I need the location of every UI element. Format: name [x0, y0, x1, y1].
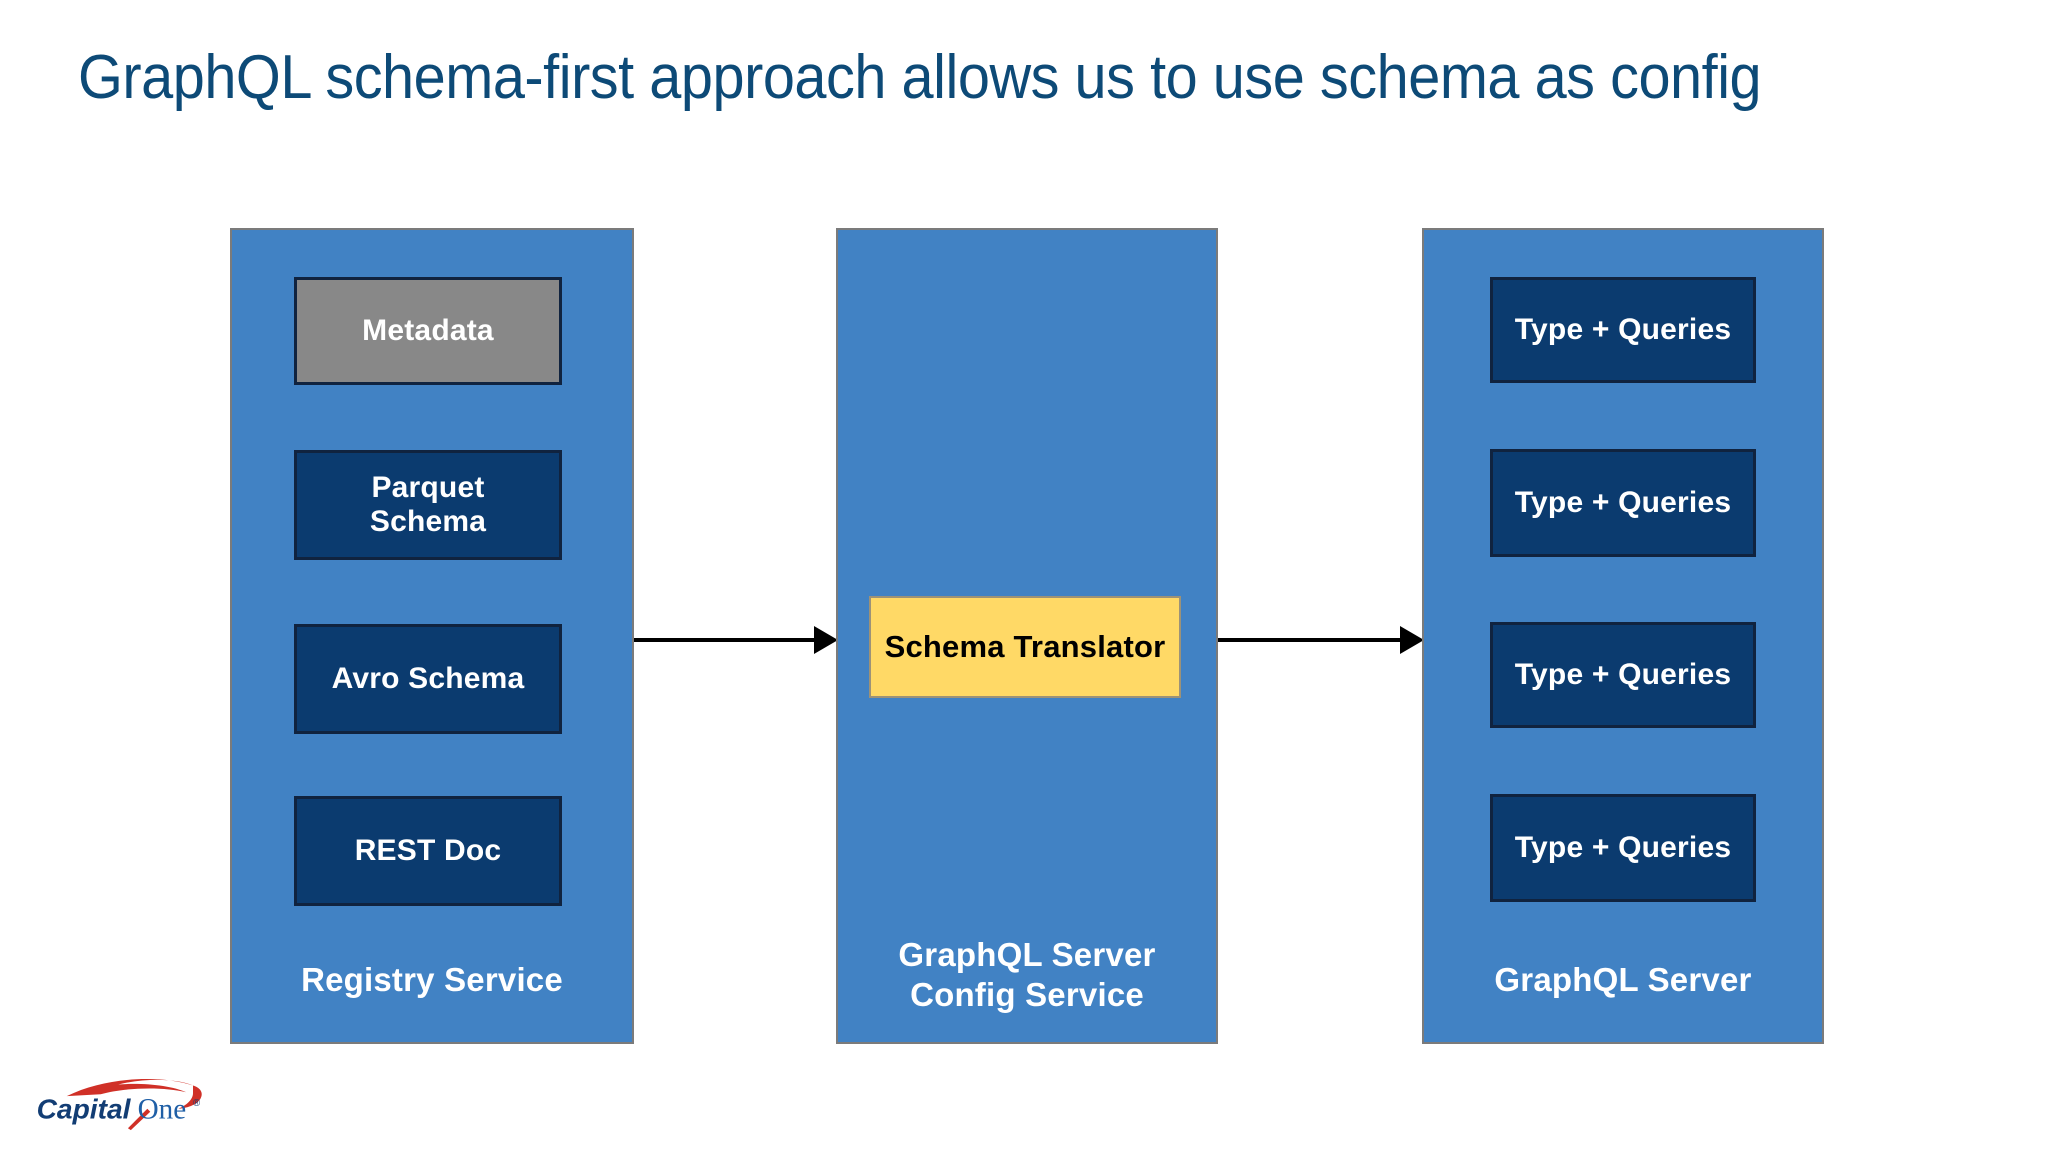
swoosh-icon: [66, 1079, 193, 1097]
panel-caption-config-line1: GraphQL Server: [898, 936, 1156, 973]
panel-caption-graphql-server: GraphQL Server: [1494, 961, 1752, 998]
swoosh-tail-icon: [178, 1085, 202, 1109]
panel-caption-config-line2: Config Service: [910, 975, 1144, 1013]
node-parquet-schema-line1: Parquet: [371, 471, 485, 505]
logo-registered-mark: ®: [193, 1098, 200, 1109]
node-schema-translator[interactable]: Schema Translator: [869, 596, 1181, 698]
arrow-config-to-server-icon: [1218, 626, 1424, 654]
node-avro-schema[interactable]: Avro Schema: [294, 624, 562, 734]
logo-word-capital: Capital: [37, 1093, 132, 1125]
node-metadata[interactable]: Metadata: [294, 277, 562, 385]
arrow-registry-to-config-icon: [634, 626, 838, 654]
page-title: GraphQL schema-first approach allows us …: [78, 43, 1762, 112]
capital-one-logo: Capital One ®: [37, 1079, 202, 1131]
panel-caption-registry-service: Registry Service: [301, 961, 563, 998]
node-type-queries-2[interactable]: Type + Queries: [1490, 449, 1756, 557]
panel-caption-graphql-server-config-service: GraphQL Server Config Service: [836, 935, 1218, 1014]
node-parquet-schema-line2: Schema: [369, 505, 487, 538]
node-type-queries-3[interactable]: Type + Queries: [1490, 622, 1756, 728]
logo-word-one: One: [138, 1094, 187, 1126]
node-type-queries-1[interactable]: Type + Queries: [1490, 277, 1756, 383]
node-parquet-schema[interactable]: Parquet Schema: [294, 450, 562, 560]
node-rest-doc[interactable]: REST Doc: [294, 796, 562, 906]
node-type-queries-4[interactable]: Type + Queries: [1490, 794, 1756, 902]
swoosh-stroke-icon: [127, 1108, 151, 1131]
